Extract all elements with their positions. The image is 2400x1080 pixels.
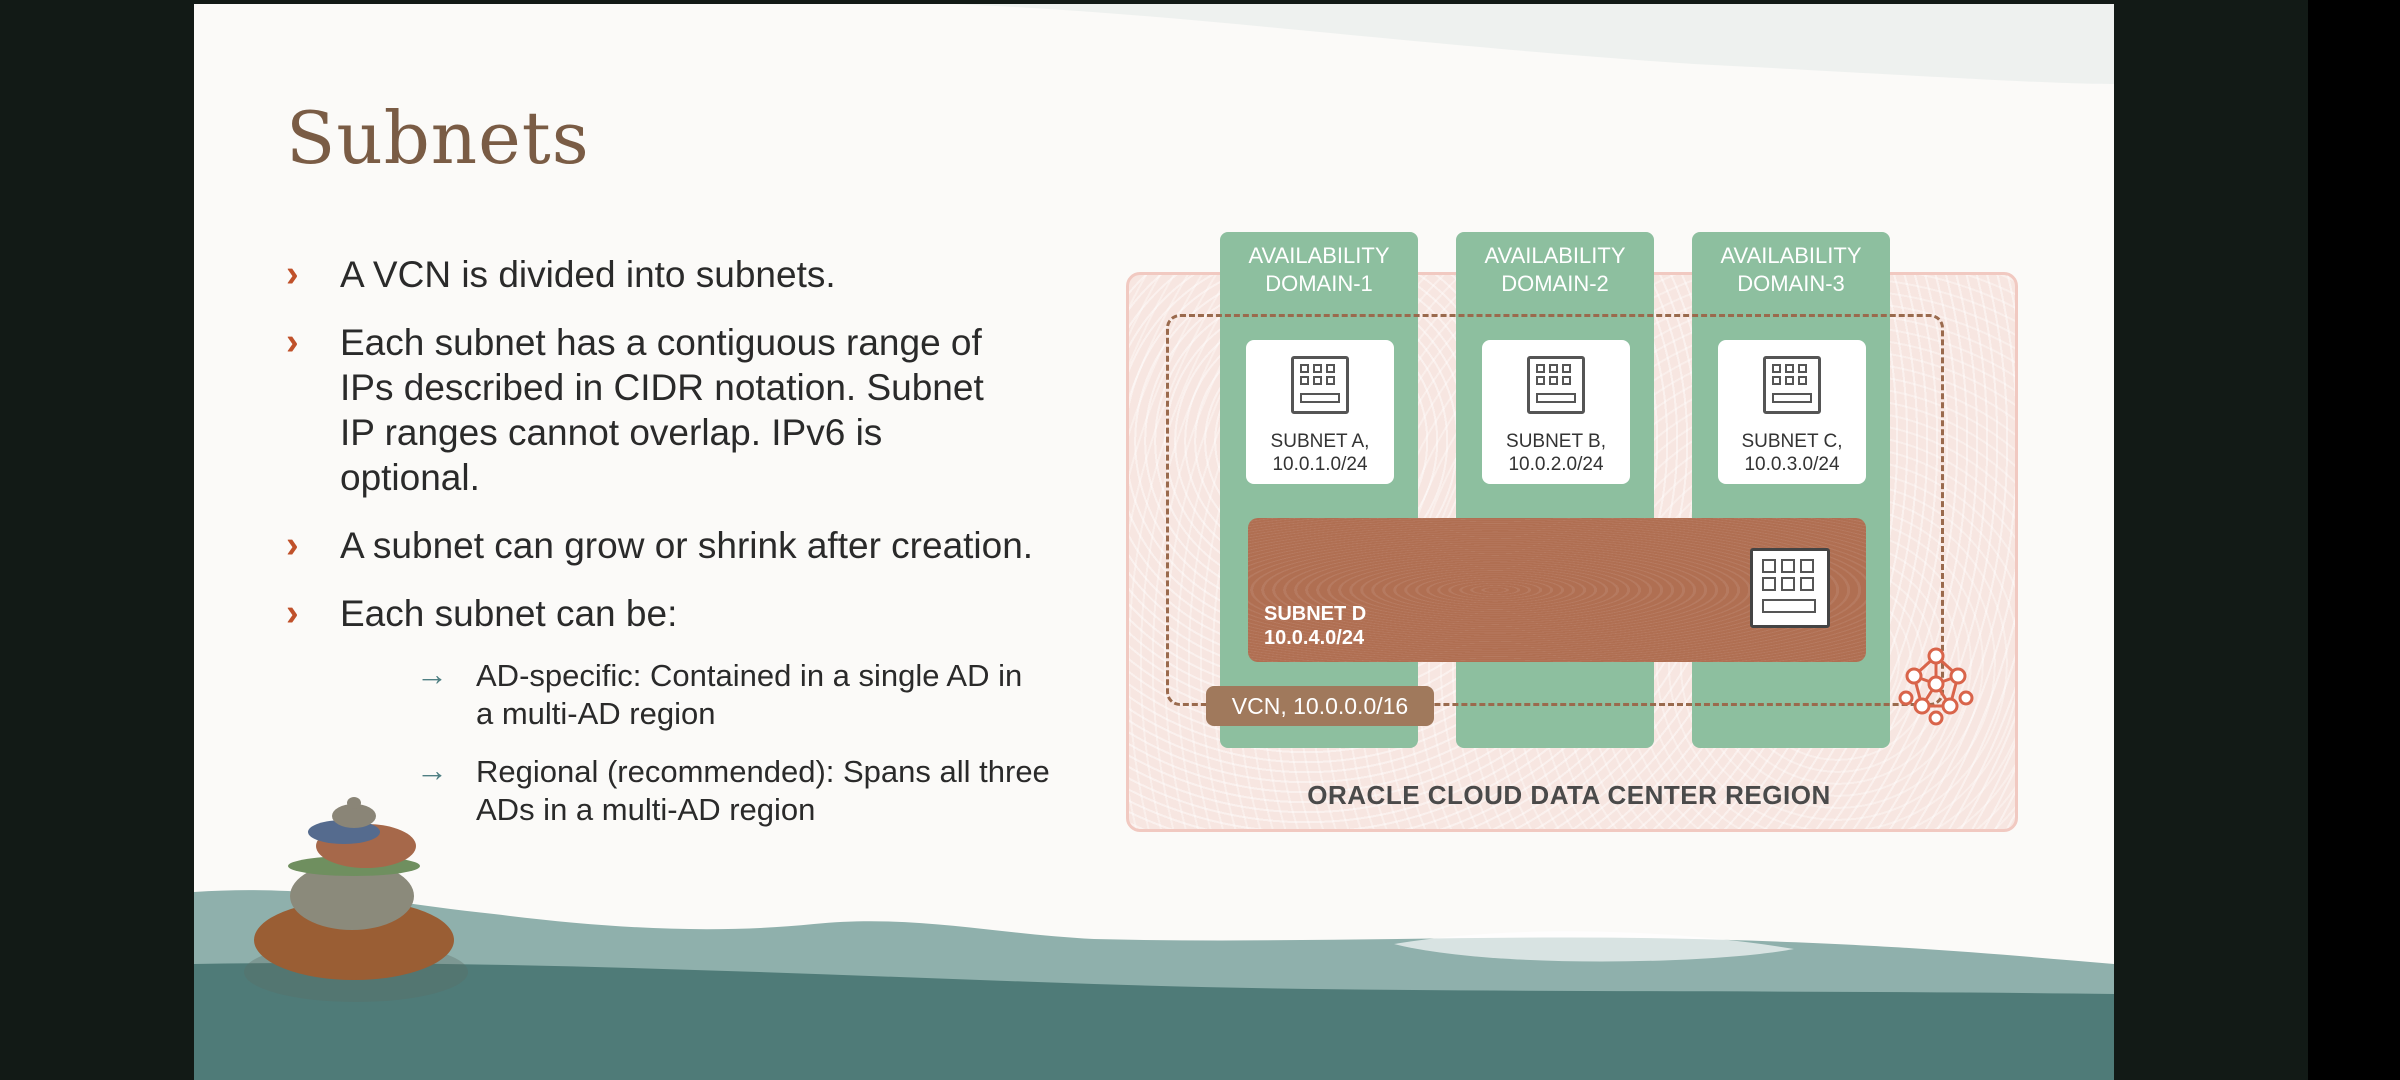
server-icon (1763, 356, 1821, 414)
sub-bullet-item: → Regional (recommended): Spans all thre… (416, 752, 1056, 829)
network-router-icon (1898, 647, 1974, 726)
bullet-text: A VCN is divided into subnets. (340, 254, 836, 295)
server-icon (1527, 356, 1585, 414)
bullet-text: A subnet can grow or shrink after creati… (340, 525, 1034, 566)
sub-bullet-item: → AD-specific: Contained in a single AD … (416, 656, 1036, 733)
server-icon (1750, 548, 1830, 628)
slide-title: Subnets (286, 96, 590, 180)
ad-label-line2: DOMAIN-2 (1501, 271, 1609, 296)
ad-label-line1: AVAILABILITY (1484, 243, 1626, 268)
region-label: ORACLE CLOUD DATA CENTER REGION (1307, 780, 1831, 810)
bullet-list: › A VCN is divided into subnets. › Each … (284, 252, 1284, 849)
sub-bullet-text: Regional (recommended): Spans all three … (476, 754, 1050, 827)
window-edge-bar (2308, 0, 2400, 1080)
stone-cairn-icon (244, 797, 468, 1002)
vcn-label: VCN, 10.0.0.0/16 (1206, 686, 1434, 726)
bullet-item: › A VCN is divided into subnets. (284, 252, 1284, 297)
bullet-text: Each subnet has a contiguous range of IP… (340, 322, 984, 498)
subnet-cidr: 10.0.4.0/24 (1264, 627, 1365, 649)
ad-label-line2: DOMAIN-1 (1265, 271, 1373, 296)
bullet-item: › A subnet can grow or shrink after crea… (284, 523, 1284, 568)
ad-label-line1: AVAILABILITY (1248, 243, 1390, 268)
arrow-right-icon: → (416, 656, 448, 692)
subnet-cidr: 10.0.2.0/24 (1508, 454, 1604, 475)
chevron-right-icon: › (286, 592, 299, 634)
bullet-text: Each subnet can be: (340, 593, 678, 634)
availability-domain-3: AVAILABILITY DOMAIN-3 (1692, 232, 1890, 748)
subnet-d: SUBNET D 10.0.4.0/24 (1248, 518, 1866, 662)
availability-domain-2: AVAILABILITY DOMAIN-2 (1456, 232, 1654, 748)
subnet-cidr: 10.0.1.0/24 (1272, 454, 1368, 475)
subnet-name: SUBNET D (1264, 603, 1367, 625)
landscape-illustration (194, 4, 2114, 1080)
ad-label-line1: AVAILABILITY (1720, 243, 1862, 268)
bullet-item: › Each subnet can be: (284, 591, 1284, 636)
sub-bullet-list: → AD-specific: Contained in a single AD … (416, 656, 1284, 829)
chevron-right-icon: › (286, 524, 299, 566)
subnet-cidr: 10.0.3.0/24 (1744, 454, 1840, 475)
subnet-name: SUBNET A, (1270, 431, 1370, 452)
server-icon (1291, 356, 1349, 414)
subnet-b: SUBNET B, 10.0.2.0/24 (1482, 340, 1630, 484)
chevron-right-icon: › (286, 321, 299, 363)
arrow-right-icon: → (416, 752, 448, 788)
bullet-item: › Each subnet has a contiguous range of … (284, 320, 1020, 500)
sub-bullet-text: AD-specific: Contained in a single AD in… (476, 658, 1023, 731)
vcn-diagram: AVAILABILITY DOMAIN-1 AVAILABILITY DOMAI… (1126, 232, 2018, 832)
subnet-a: SUBNET A, 10.0.1.0/24 (1246, 340, 1394, 484)
vcn-boundary (1166, 314, 1944, 706)
availability-domain-1: AVAILABILITY DOMAIN-1 (1220, 232, 1418, 748)
subnet-name: SUBNET B, (1506, 431, 1606, 452)
subnet-name: SUBNET C, (1741, 431, 1843, 452)
ad-label-line2: DOMAIN-3 (1737, 271, 1845, 296)
presentation-slide: Subnets › A VCN is divided into subnets.… (194, 4, 2114, 1080)
chevron-right-icon: › (286, 253, 299, 295)
subnet-c: SUBNET C, 10.0.3.0/24 (1718, 340, 1866, 484)
